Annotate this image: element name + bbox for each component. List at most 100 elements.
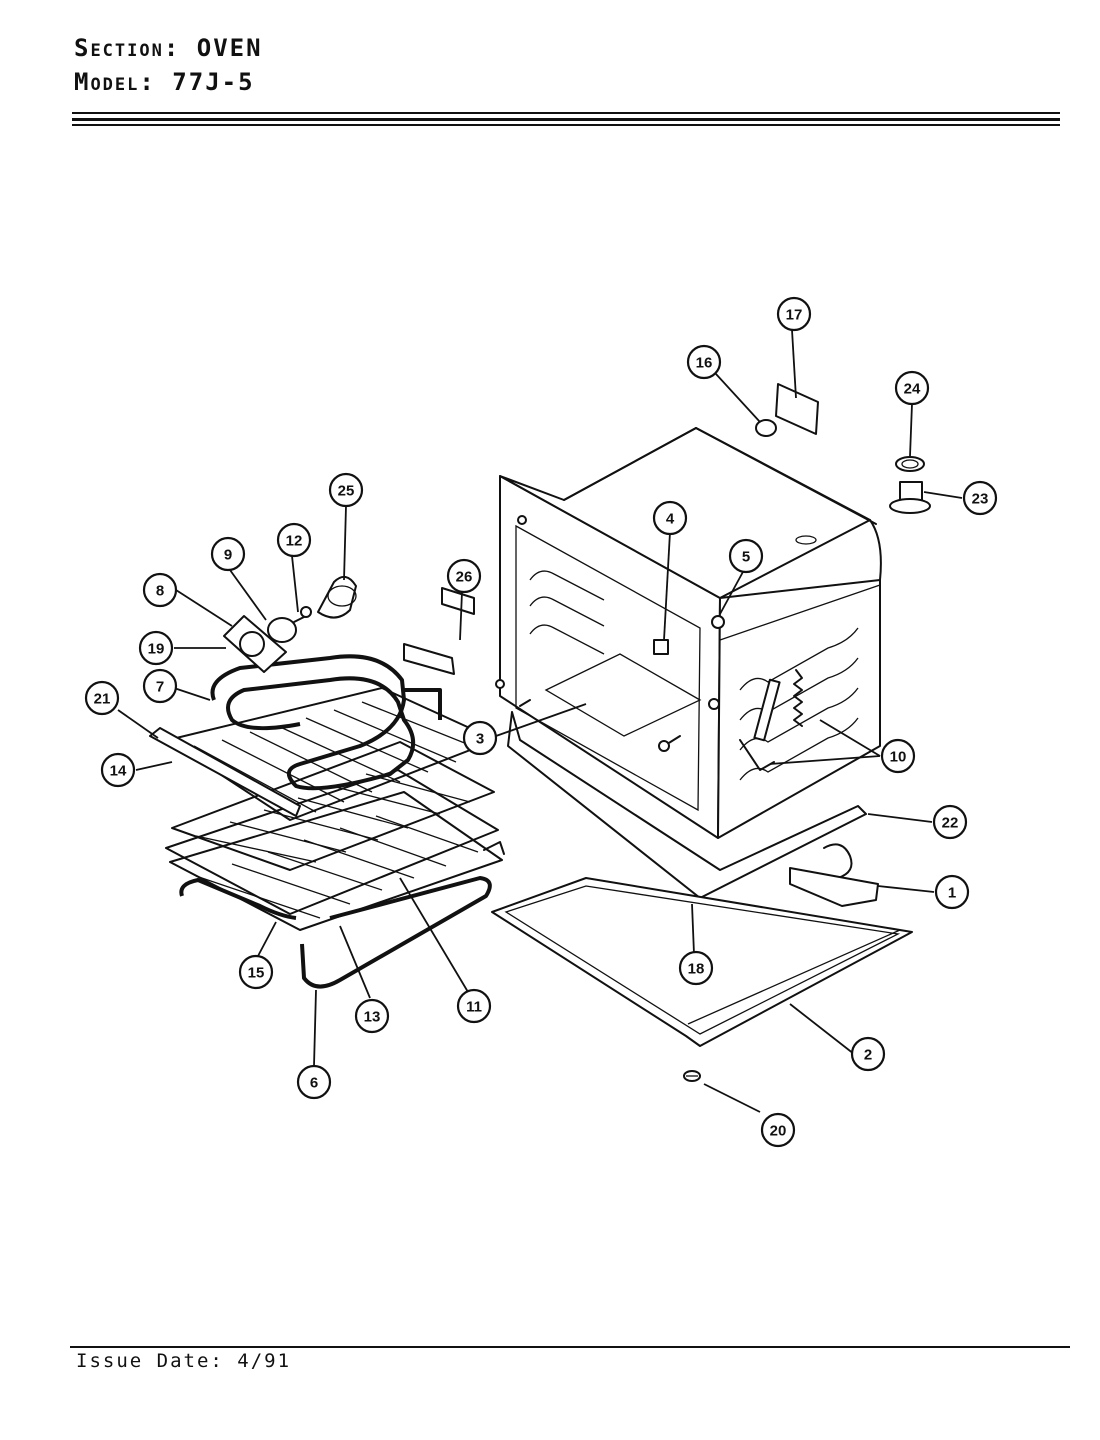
callout-number: 12 [286,533,303,550]
callout-circle [142,668,178,704]
callout-3: 3 [462,720,498,756]
callout-10: 10 [880,738,916,774]
thermostat-group [223,575,357,673]
callout-number: 4 [666,511,675,528]
callout-number: 23 [972,491,989,508]
callout-number: 1 [948,885,956,902]
callout-circle [276,522,312,558]
callout-number: 26 [456,569,473,586]
leader-lines [117,329,963,1113]
callout-20: 20 [760,1112,796,1148]
callout-circle [138,630,174,666]
callout-8: 8 [142,572,178,608]
section-label: Section: [74,34,181,62]
callout-circle [296,1064,332,1100]
callout-circle [328,472,364,508]
callout-number: 24 [904,381,921,398]
callout-number: 11 [466,999,482,1016]
callout-24: 24 [894,370,930,406]
callout-number: 8 [156,583,164,600]
callout-number: 17 [786,307,803,324]
foot-20 [683,1070,701,1082]
callout-number: 25 [338,483,355,500]
callout-circle [894,370,930,406]
callout-number: 18 [688,961,705,978]
model-header: Model: 77J-5 [74,68,255,96]
section-header: Section: OVEN [74,34,263,62]
model-value: 77J-5 [172,68,255,96]
header-rule [72,124,1060,126]
callout-number: 2 [864,1047,872,1064]
bake-element-6 [179,876,492,989]
callout-circle [456,988,492,1024]
callout-circle [962,480,998,516]
callout-number: 7 [156,679,164,696]
callouts: 1234567891011121314151617181920212223242… [84,296,998,1148]
callout-circle [100,752,136,788]
callout-number: 15 [248,965,265,982]
footer-rule [70,1346,1070,1348]
callout-2: 2 [850,1036,886,1072]
callout-18: 18 [678,950,714,986]
callout-7: 7 [142,668,178,704]
section-value: OVEN [196,34,263,62]
callout-25: 25 [328,472,364,508]
callout-circle [446,558,482,594]
callout-circle [934,874,970,910]
callout-6: 6 [296,1064,332,1100]
callout-13: 13 [354,998,390,1034]
oven-exploded-diagram: 1234567891011121314151617181920212223242… [84,296,998,1148]
callout-11: 11 [456,988,492,1024]
callout-4: 4 [652,500,688,536]
callout-1: 1 [934,874,970,910]
callout-circle [728,538,764,574]
callout-number: 22 [942,815,959,832]
callout-number: 21 [94,691,111,708]
callout-number: 16 [696,355,713,372]
callout-circle [238,954,274,990]
callout-12: 12 [276,522,312,558]
callout-15: 15 [238,954,274,990]
callout-number: 10 [890,749,907,766]
callout-circle [84,680,120,716]
callout-number: 6 [310,1075,318,1092]
broil-element-7 [210,587,475,791]
callout-circle [880,738,916,774]
model-label: Model: [74,68,156,96]
header-rule [72,118,1060,121]
oven-bottom-22 [507,699,879,907]
callout-number: 19 [148,641,165,658]
callout-14: 14 [100,752,136,788]
callout-9: 9 [210,536,246,572]
callout-26: 26 [446,558,482,594]
callout-23: 23 [962,480,998,516]
callout-22: 22 [932,804,968,840]
callout-21: 21 [84,680,120,716]
callout-number: 20 [770,1123,787,1140]
callout-circle [652,500,688,536]
issue-date: Issue Date: 4/91 [76,1350,292,1372]
callout-17: 17 [776,296,812,332]
callout-circle [210,536,246,572]
callout-circle [776,296,812,332]
callout-number: 13 [364,1009,381,1026]
callout-number: 9 [224,547,232,564]
callout-circle [462,720,498,756]
callout-circle [354,998,390,1034]
callout-circle [678,950,714,986]
rack-trim-21 [149,727,301,817]
callout-circle [686,344,722,380]
callout-number: 14 [110,763,127,780]
callout-19: 19 [138,630,174,666]
callout-number: 3 [476,731,484,748]
callout-16: 16 [686,344,722,380]
light-parts [755,383,931,514]
header-rule [72,112,1060,114]
callout-5: 5 [728,538,764,574]
callout-circle [850,1036,886,1072]
callout-number: 5 [742,549,750,566]
callout-circle [760,1112,796,1148]
oven-racks [165,687,505,931]
callout-circle [932,804,968,840]
callout-circle [142,572,178,608]
